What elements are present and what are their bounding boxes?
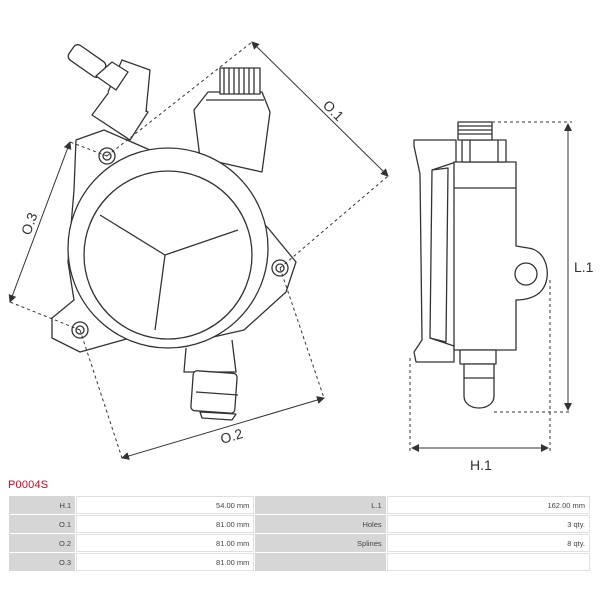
technical-drawing: O.1 O.2 O.3 L.1 H.1 bbox=[8, 41, 594, 473]
spec-value-right: 162.00 mm bbox=[386, 496, 590, 514]
side-view bbox=[413, 121, 548, 409]
side-thread bbox=[457, 121, 493, 141]
spec-value-right bbox=[386, 553, 590, 571]
spec-label-right: Holes bbox=[255, 515, 386, 533]
part-code: P0004S bbox=[8, 479, 49, 491]
side-flange bbox=[413, 139, 457, 363]
label-h1: H.1 bbox=[470, 457, 492, 473]
spec-label-left: O.1 bbox=[9, 515, 76, 533]
spec-label-left: H.1 bbox=[9, 496, 76, 514]
side-hex-nut bbox=[461, 139, 507, 163]
threaded-fitting-top bbox=[193, 67, 271, 173]
pump-body-inner bbox=[83, 170, 253, 340]
spec-label-right bbox=[255, 553, 386, 571]
dim-line-o2 bbox=[121, 396, 325, 460]
label-l1: L.1 bbox=[574, 259, 594, 275]
y-spoke bbox=[99, 214, 239, 331]
spec-value-left: 81.00 mm bbox=[76, 515, 255, 533]
dim-line-o1 bbox=[251, 41, 389, 177]
side-flange-inner bbox=[429, 167, 449, 343]
spec-label-right: L.1 bbox=[255, 496, 386, 514]
side-dimensions bbox=[409, 121, 572, 452]
spec-value-left: 81.00 mm bbox=[76, 553, 255, 571]
spec-value-right: 3 qty. bbox=[386, 515, 590, 533]
label-o3: O.3 bbox=[18, 210, 41, 237]
front-dimensions bbox=[8, 41, 389, 460]
label-o2: O.2 bbox=[218, 425, 244, 447]
label-o1: O.1 bbox=[320, 97, 347, 124]
outlet-fitting-bottom bbox=[183, 339, 239, 421]
spec-value-left: 81.00 mm bbox=[76, 534, 255, 552]
spec-value-left: 54.00 mm bbox=[76, 496, 255, 514]
front-view bbox=[51, 44, 297, 421]
dim-line-o3 bbox=[8, 141, 72, 303]
hose-fitting-top-left bbox=[67, 44, 151, 141]
side-body bbox=[453, 161, 548, 351]
side-lug-hole bbox=[514, 262, 538, 286]
spec-label-right: Splines bbox=[255, 534, 386, 552]
spec-label-left: O.2 bbox=[9, 534, 76, 552]
spec-value-right: 8 qty. bbox=[386, 534, 590, 552]
side-outlet bbox=[463, 363, 495, 409]
spec-label-left: O.3 bbox=[9, 553, 76, 571]
